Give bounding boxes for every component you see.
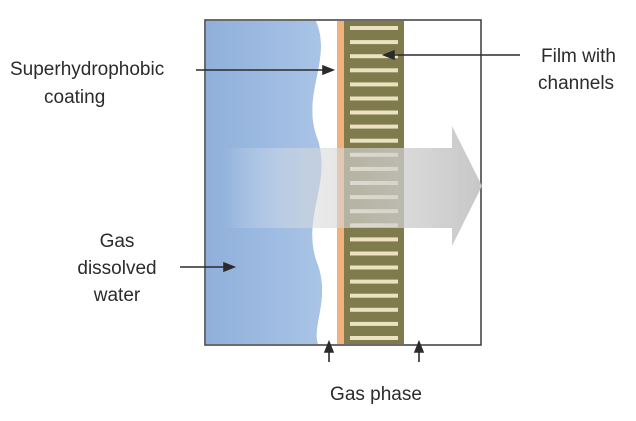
film-channel [350, 307, 398, 312]
film-channel [350, 82, 398, 87]
film-channel [350, 321, 398, 326]
film-label-2: channels [538, 73, 614, 94]
leader-lines [180, 49, 520, 362]
water-label-1: Gas [100, 231, 135, 252]
film-channel [350, 265, 398, 270]
gas-transport-arrow [222, 126, 482, 246]
film-channel [350, 138, 398, 143]
gas-phase-label: Gas phase [330, 384, 422, 405]
gas-pointer-left-head [323, 339, 335, 353]
film-label-line-1: Film with [541, 46, 616, 67]
water-label-3: water [93, 285, 141, 306]
film-channel [350, 110, 398, 115]
film-pointer-head [381, 49, 395, 61]
film-label: Film with [541, 46, 616, 67]
film-channel [350, 251, 398, 256]
water-label-2: dissolved [77, 258, 156, 279]
film-channel [350, 293, 398, 298]
film-channel [350, 40, 398, 45]
film-channel [350, 96, 398, 101]
film-channel [350, 237, 398, 242]
film-channel [350, 124, 398, 129]
film-channel [350, 26, 398, 30]
water-pointer-head [223, 261, 237, 273]
film-channel [350, 336, 398, 340]
coating-label-2: coating [44, 87, 105, 108]
coating-label: Superhydrophobic [10, 59, 164, 80]
film-label-line-2: channels [538, 73, 614, 94]
film-channel [350, 54, 398, 59]
gas-pointer-right-head [413, 339, 425, 353]
coating-pointer-head [322, 64, 336, 76]
coating-label-line-2: coating [44, 87, 105, 108]
coating-label-line-1: Superhydrophobic [10, 59, 164, 80]
film-channel [350, 279, 398, 284]
film-channel [350, 68, 398, 73]
film-channels [350, 26, 398, 340]
